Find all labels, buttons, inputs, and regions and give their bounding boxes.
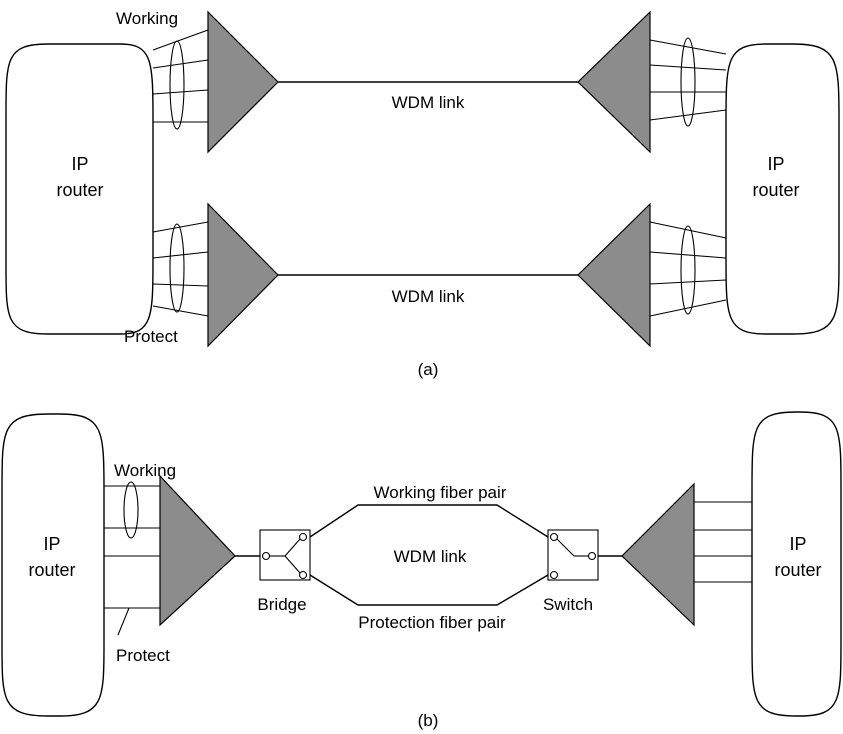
right-router-label-ip-a: IP: [767, 154, 784, 174]
bottom-left-mux-a: [207, 202, 279, 348]
panel-b: IP router Working Protect Bridge Work: [1, 411, 842, 730]
switch-protect-port: [549, 570, 559, 580]
bridge-protect-port: [298, 570, 308, 580]
protection-fiber-label: Protection fiber pair: [358, 613, 506, 632]
left-router-label-ip-b: IP: [43, 534, 60, 554]
bottom-left-port-lines-a: [152, 221, 209, 317]
protection-fiber-pair-path: [309, 574, 549, 606]
left-mux-b: [159, 474, 236, 627]
bottom-right-mux-a: [577, 202, 651, 348]
top-left-port-lines-a: [152, 29, 209, 123]
right-top-bundle-ellipse-a: [680, 37, 696, 127]
bottom-link-label-a: WDM link: [392, 287, 465, 306]
switch-label: Switch: [543, 595, 593, 614]
switch-arm-lines: [556, 538, 589, 557]
bridge-label: Bridge: [257, 595, 306, 614]
working-fiber-label: Working fiber pair: [374, 483, 507, 502]
bridge-working-port: [298, 532, 308, 542]
working-fiber-pair-path: [309, 504, 549, 538]
caption-b: (b): [418, 711, 439, 730]
panel-a: IP router IP router Working WDM link: [5, 9, 840, 379]
bridge-split-lines: [269, 538, 301, 574]
protect-bundle-ellipse-a: [169, 223, 185, 313]
right-port-lines-b: [694, 501, 752, 583]
bridge-box: [259, 529, 311, 581]
top-left-mux-a: [207, 10, 279, 154]
right-mux-b: [621, 482, 695, 627]
switch-output-port: [587, 551, 597, 561]
protect-pointer-b: [117, 607, 130, 636]
bottom-right-port-lines-a: [649, 221, 727, 317]
left-router-label-router-b: router: [28, 560, 75, 580]
right-router-label-router-b: router: [774, 560, 821, 580]
switch-box: [547, 529, 599, 581]
right-ip-router-b: [751, 411, 842, 717]
switch-working-port: [549, 532, 559, 542]
right-bottom-bundle-ellipse-a: [680, 225, 696, 315]
left-ip-router-a: [5, 43, 154, 335]
right-router-label-router-a: router: [752, 180, 799, 200]
wdm-link-label-b: WDM link: [394, 547, 467, 566]
bridge-input-port: [261, 551, 271, 561]
working-bundle-ellipse-a: [169, 40, 185, 130]
protect-label-b: Protect: [116, 646, 170, 665]
working-label-a: Working: [116, 9, 178, 28]
left-router-label-ip-a: IP: [71, 154, 88, 174]
working-label-b: Working: [114, 461, 176, 480]
caption-a: (a): [418, 360, 439, 379]
top-right-mux-a: [577, 10, 651, 154]
working-bundle-ellipse-b: [123, 481, 139, 539]
right-ip-router-a: [725, 43, 840, 335]
top-link-label-a: WDM link: [392, 93, 465, 112]
left-port-lines-b: [104, 485, 160, 609]
top-right-port-lines-a: [649, 39, 727, 121]
left-ip-router-b: [1, 413, 105, 717]
protect-label-a: Protect: [124, 327, 178, 346]
right-router-label-ip-b: IP: [789, 534, 806, 554]
left-router-label-router-a: router: [56, 180, 103, 200]
